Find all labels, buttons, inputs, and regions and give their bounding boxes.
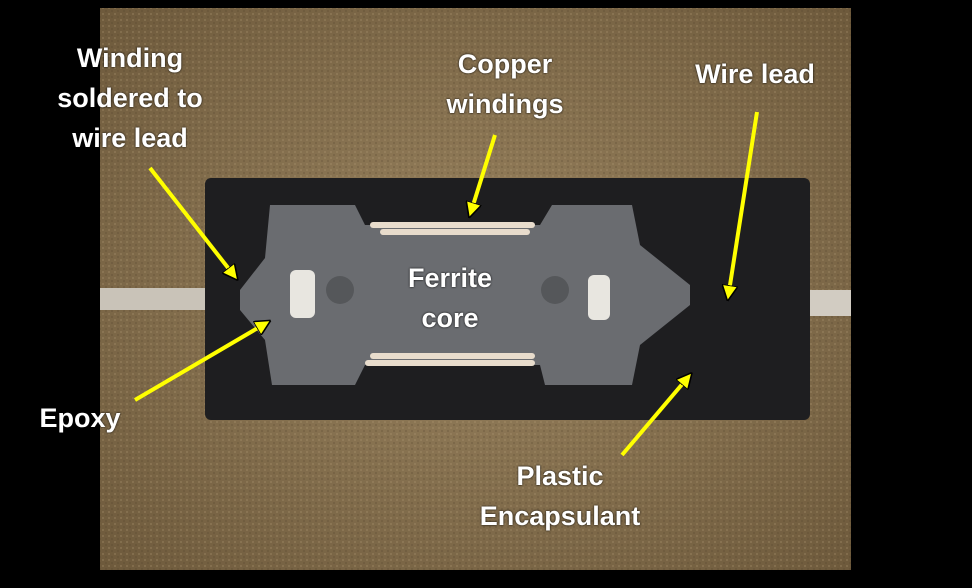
label-line: wire lead (72, 123, 188, 153)
arrow-winding-soldered (148, 166, 236, 278)
arrow-copper-windings (470, 134, 497, 215)
label-line: Ferrite (407, 263, 493, 293)
label-winding-soldered: Winding soldered to wire lead (30, 38, 230, 158)
label-line: Encapsulant (479, 501, 641, 531)
label-line: windings (446, 89, 564, 119)
arrows (133, 111, 759, 457)
label-line: core (421, 303, 479, 333)
label-copper-windings: Copper windings (430, 44, 580, 124)
label-line: Winding (76, 43, 184, 73)
label-wire-lead: Wire lead (695, 59, 815, 89)
label-epoxy: Epoxy (39, 403, 121, 433)
copper-windings-top (370, 222, 535, 235)
copper-windings-bottom (365, 353, 535, 366)
label-line: Copper (457, 49, 553, 79)
arrow-wire-lead (728, 111, 759, 298)
label-plastic-encapsulant: Plastic Encapsulant (455, 456, 665, 536)
label-line: soldered to (57, 83, 203, 113)
arrow-plastic-encapsulant (620, 375, 690, 457)
ferrite-core (240, 205, 690, 385)
label-line: Plastic (516, 461, 604, 491)
arrow-epoxy (133, 322, 268, 402)
label-ferrite-core: Ferrite core (385, 258, 515, 338)
